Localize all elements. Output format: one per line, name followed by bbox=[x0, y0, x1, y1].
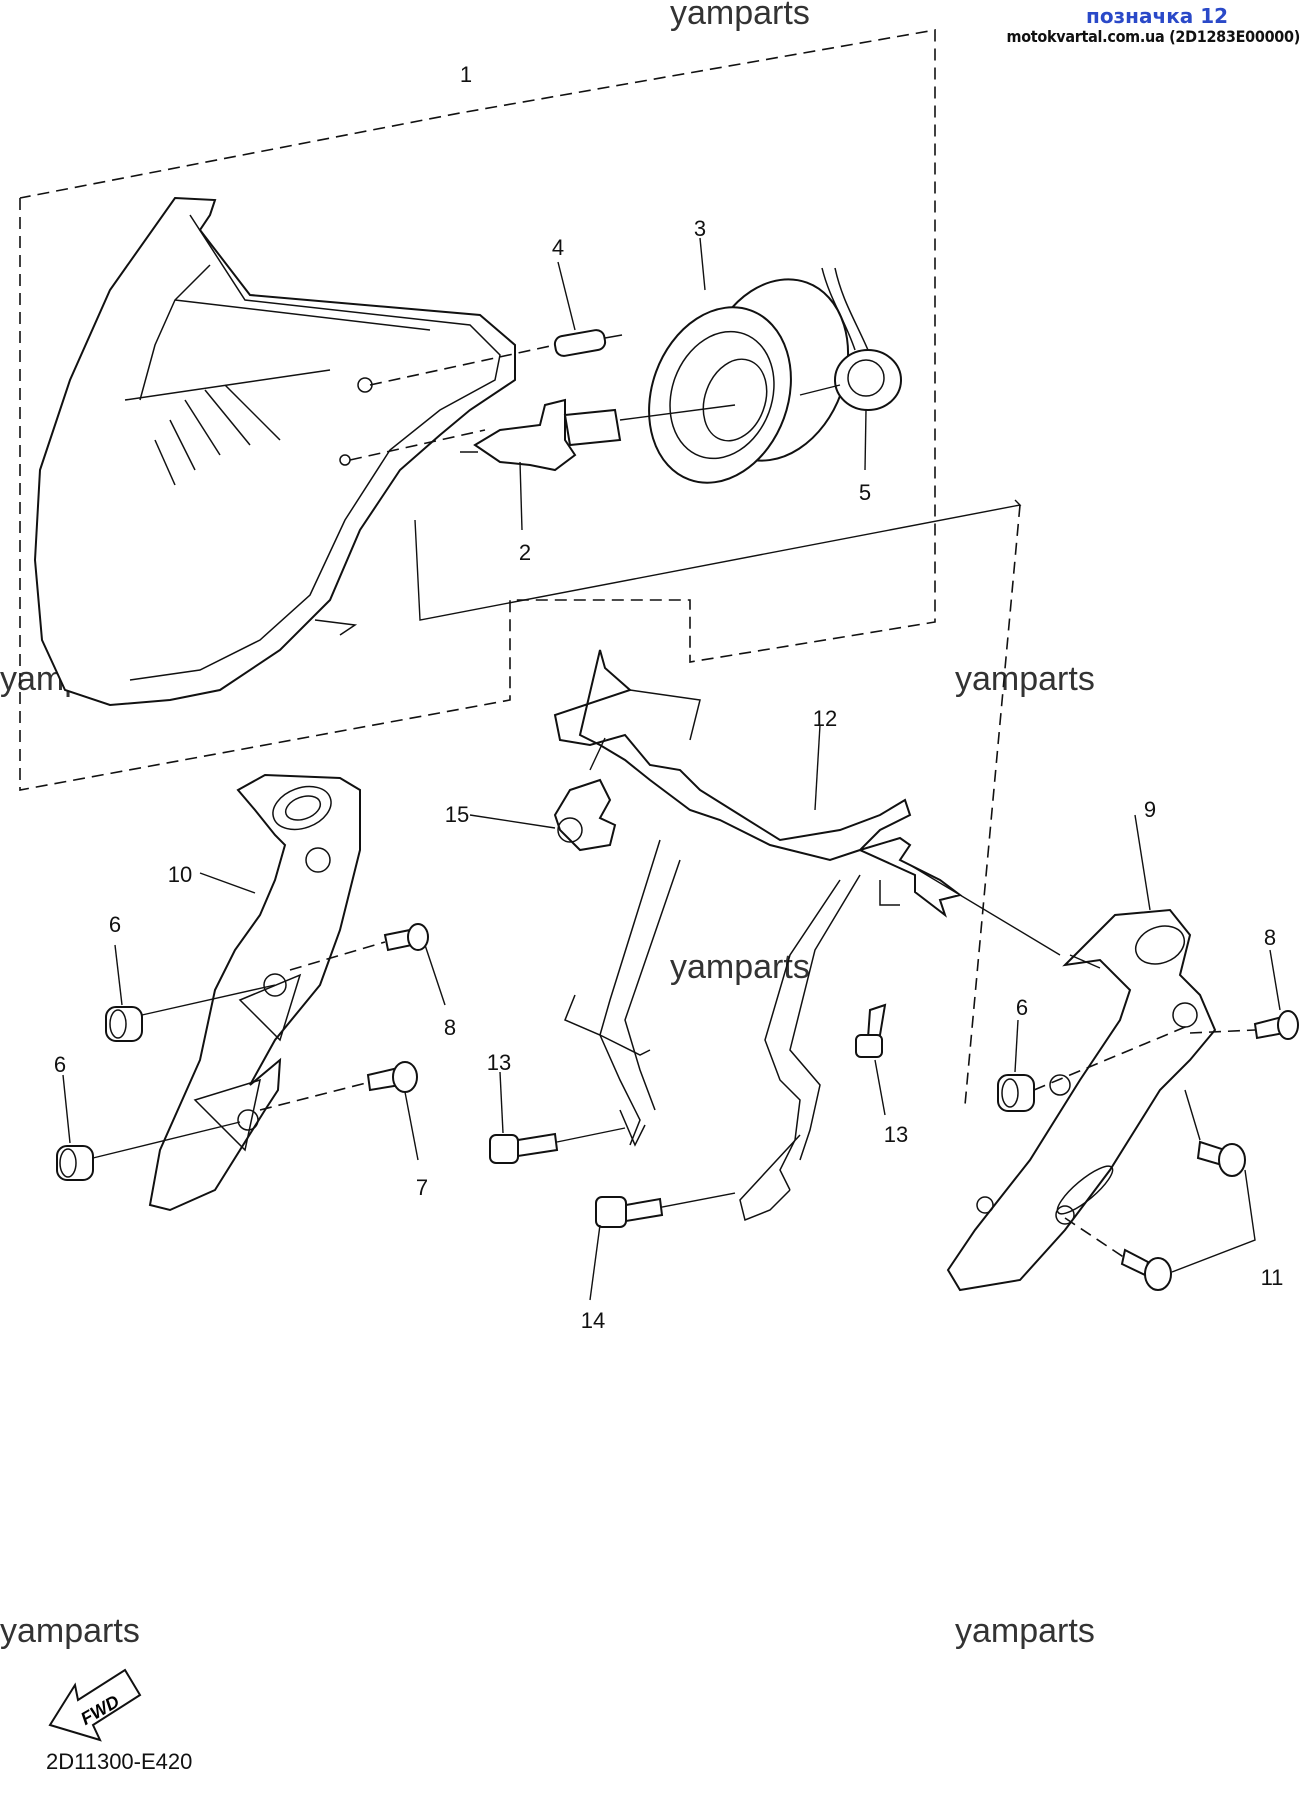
callout-14: 14 bbox=[581, 1308, 605, 1333]
grommet bbox=[997, 1074, 1035, 1112]
callout-1: 1 bbox=[460, 62, 472, 87]
headlight-stay bbox=[553, 649, 963, 1222]
connection-line bbox=[964, 504, 1021, 1106]
callout-2: 2 bbox=[519, 540, 531, 565]
assembly-outline bbox=[19, 29, 936, 791]
header-title: позначка 12 bbox=[1086, 4, 1229, 28]
diagram-code: 2D11300-E420 bbox=[46, 1749, 193, 1774]
watermark: yamparts bbox=[955, 1612, 1095, 1650]
callout-6: 6 bbox=[1016, 995, 1028, 1020]
callout-10: 10 bbox=[168, 862, 192, 887]
callout-15: 15 bbox=[445, 802, 469, 827]
callout-5: 5 bbox=[859, 480, 871, 505]
callout-8: 8 bbox=[444, 1015, 456, 1040]
headlight-bulb bbox=[460, 398, 622, 472]
position-bulb bbox=[553, 329, 623, 357]
callout-12: 12 bbox=[813, 706, 837, 731]
grommet bbox=[105, 1006, 143, 1042]
relay-holder bbox=[553, 778, 617, 852]
callout-4: 4 bbox=[552, 235, 564, 260]
screw bbox=[383, 923, 429, 952]
callout-8: 8 bbox=[1264, 925, 1276, 950]
grommet bbox=[56, 1145, 94, 1181]
bolt bbox=[489, 1132, 559, 1164]
callout-13: 13 bbox=[884, 1122, 908, 1147]
callout-11: 11 bbox=[1261, 1265, 1284, 1290]
watermark: yamparts bbox=[670, 0, 810, 32]
callout-7: 7 bbox=[416, 1175, 428, 1200]
bolt bbox=[855, 1003, 887, 1058]
fwd-arrow-icon: FWD bbox=[48, 1668, 142, 1742]
callout-6: 6 bbox=[54, 1052, 66, 1077]
callout-9: 9 bbox=[1144, 797, 1156, 822]
watermark: yamparts bbox=[955, 660, 1095, 698]
assembly-bracket bbox=[414, 499, 1022, 621]
screw bbox=[1196, 1140, 1246, 1177]
side-cover-left bbox=[148, 773, 361, 1212]
callout-3: 3 bbox=[694, 216, 706, 241]
callout-13: 13 bbox=[487, 1050, 511, 1075]
callout-6: 6 bbox=[109, 912, 121, 937]
header-site: motokvartal.com.ua (2D1283E00000) bbox=[1006, 27, 1301, 46]
screw bbox=[1253, 1010, 1299, 1040]
bulb-socket bbox=[821, 267, 902, 411]
headlight-housing bbox=[33, 196, 516, 707]
bolt bbox=[595, 1196, 664, 1228]
side-cover-right bbox=[946, 908, 1217, 1292]
watermark: yamparts bbox=[0, 1612, 140, 1650]
bulb-cover bbox=[648, 278, 850, 484]
screw bbox=[366, 1061, 418, 1093]
screw bbox=[1120, 1248, 1172, 1291]
